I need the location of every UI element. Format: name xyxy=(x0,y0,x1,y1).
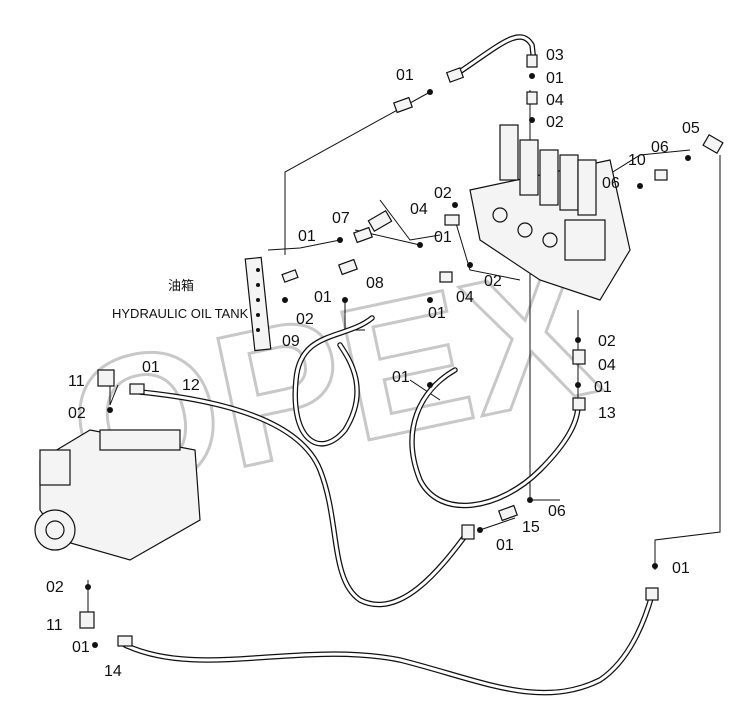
callout-01: 01 xyxy=(496,537,514,554)
callout-06: 06 xyxy=(651,139,669,156)
tank-label-en: HYDRAULIC OIL TANK xyxy=(112,306,249,321)
callout-02: 02 xyxy=(434,185,452,202)
callout-01: 01 xyxy=(546,70,564,87)
callout-02: 02 xyxy=(296,311,314,328)
callout-02: 02 xyxy=(46,579,64,596)
tank-port-strip xyxy=(244,256,272,352)
callout-15: 15 xyxy=(522,519,540,536)
control-valve xyxy=(469,124,631,301)
callout-08: 08 xyxy=(366,275,384,292)
callout-12: 12 xyxy=(182,377,200,394)
callout-04: 04 xyxy=(546,92,564,109)
callout-01: 01 xyxy=(392,369,410,386)
callout-04: 04 xyxy=(598,357,616,374)
callout-04: 04 xyxy=(456,289,474,306)
callout-02: 02 xyxy=(598,333,616,350)
callout-02: 02 xyxy=(546,114,564,131)
callout-01: 01 xyxy=(314,289,332,306)
callout-labels: 01 03 01 04 02 05 06 10 06 02 04 07 01 0… xyxy=(46,47,700,680)
callout-10: 10 xyxy=(628,152,646,169)
callout-04: 04 xyxy=(410,201,428,218)
callout-01: 01 xyxy=(72,639,90,656)
hoses xyxy=(122,34,655,696)
callout-01: 01 xyxy=(396,67,414,84)
hydraulic-pump xyxy=(34,429,201,561)
callout-02: 02 xyxy=(484,273,502,290)
callout-11: 11 xyxy=(46,617,63,634)
callout-14: 14 xyxy=(104,663,122,680)
callout-07: 07 xyxy=(332,210,350,227)
callout-01: 01 xyxy=(434,229,452,246)
fittings xyxy=(79,54,724,647)
callout-06: 06 xyxy=(548,503,566,520)
callout-01: 01 xyxy=(428,305,446,322)
callout-05: 05 xyxy=(682,120,700,137)
callout-03: 03 xyxy=(546,47,564,64)
callout-11: 11 xyxy=(68,373,85,390)
callout-01: 01 xyxy=(672,560,690,577)
callout-09: 09 xyxy=(282,333,300,350)
callout-02: 02 xyxy=(68,405,86,422)
callout-dots xyxy=(85,73,691,648)
callout-01: 01 xyxy=(298,228,316,245)
callout-13: 13 xyxy=(598,405,616,422)
callout-01: 01 xyxy=(594,379,612,396)
callout-01: 01 xyxy=(142,359,160,376)
callout-06: 06 xyxy=(602,175,620,192)
tank-label-cn: 油箱 xyxy=(168,278,194,293)
